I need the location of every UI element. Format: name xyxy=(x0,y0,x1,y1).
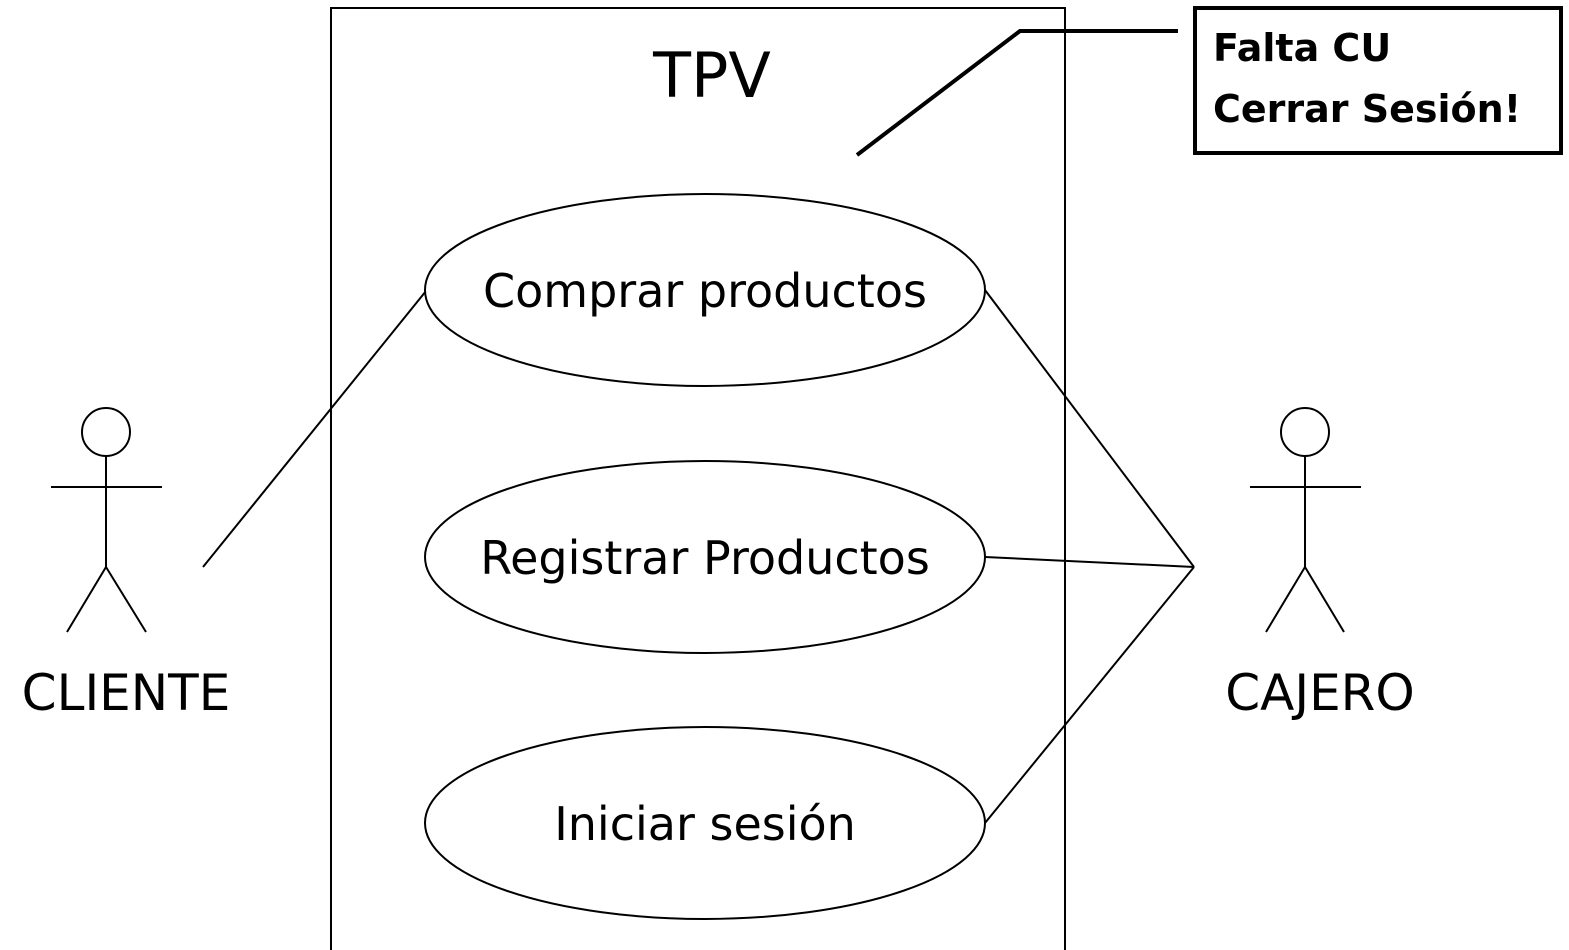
note-leader-line xyxy=(855,29,1178,157)
note-line-2: Cerrar Sesión! xyxy=(1213,87,1521,131)
use-case-oval xyxy=(424,726,986,920)
system-title: TPV xyxy=(652,39,771,112)
actor-cajero[interactable]: CAJERO xyxy=(1225,407,1415,722)
use-case-label: Comprar productos xyxy=(483,264,927,318)
actor-head xyxy=(1280,407,1330,457)
system-boundary xyxy=(330,7,1066,950)
actor-head xyxy=(81,407,131,457)
actor-label: CLIENTE xyxy=(22,664,231,722)
use-case-label: Registrar Productos xyxy=(480,531,930,585)
note-line-1: Falta CU xyxy=(1213,26,1391,70)
actor-label: CAJERO xyxy=(1225,664,1415,722)
use-case-registrar-productos[interactable]: Registrar Productos xyxy=(424,460,986,654)
note-callout[interactable]: Falta CU Cerrar Sesión! xyxy=(1193,6,1563,155)
use-case-comprar-productos[interactable]: Comprar productos xyxy=(424,193,986,387)
note-box xyxy=(1193,6,1563,155)
actor-leg-right xyxy=(105,566,147,633)
association-cajero-registrar xyxy=(984,556,1195,568)
association-cajero-comprar xyxy=(984,289,1195,568)
actor-leg-left xyxy=(66,566,107,633)
use-case-oval xyxy=(424,460,986,654)
association-cajero-iniciar xyxy=(984,566,1195,824)
actor-cliente[interactable]: CLIENTE xyxy=(22,407,231,722)
association-cliente-comprar xyxy=(202,290,427,568)
actor-leg-right xyxy=(1304,566,1345,633)
use-case-label: Iniciar sesión xyxy=(554,797,856,851)
actor-leg-left xyxy=(1265,566,1306,633)
use-case-oval xyxy=(424,193,986,387)
use-case-iniciar-sesion[interactable]: Iniciar sesión xyxy=(424,726,986,920)
